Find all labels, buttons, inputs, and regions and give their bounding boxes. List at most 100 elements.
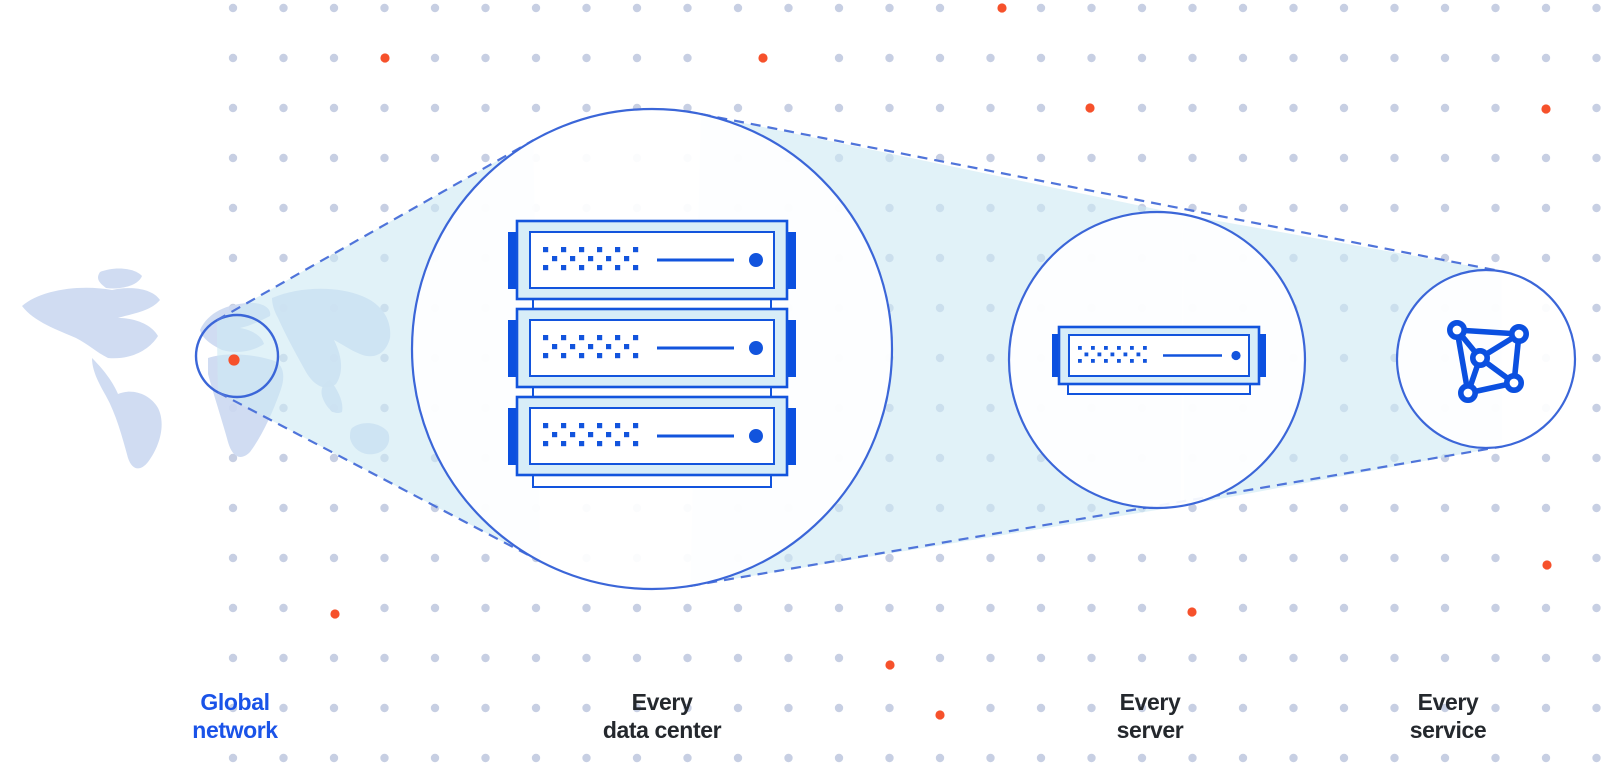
vent-square <box>633 423 639 429</box>
grid-dot <box>380 603 389 613</box>
grid-dot <box>1137 603 1147 613</box>
grid-dot <box>1087 153 1096 163</box>
grid-dot <box>1592 353 1601 363</box>
grid-dot <box>1390 603 1399 613</box>
label-line: Every <box>1119 689 1181 715</box>
grid-dot <box>632 653 642 663</box>
vent-square <box>624 256 630 262</box>
grid-dot <box>279 753 288 763</box>
dashed-tangent-line <box>700 112 1502 273</box>
vent-square <box>552 344 558 350</box>
grid-dot <box>834 603 844 613</box>
grid-dot <box>733 703 743 713</box>
grid-dot <box>1390 703 1399 713</box>
grid-dot <box>1036 753 1046 763</box>
grid-dot <box>329 553 339 563</box>
grid-dot <box>1592 503 1601 513</box>
grid-dot <box>1541 253 1551 263</box>
label-global-network: Global network <box>192 688 278 744</box>
grid-dot <box>582 53 591 63</box>
vent-square <box>1078 359 1082 363</box>
grid-dot <box>1592 303 1601 313</box>
grid-dot <box>279 653 288 663</box>
vent-square <box>543 423 549 429</box>
grid-dot <box>1289 3 1298 13</box>
grid-dot <box>1491 453 1500 463</box>
dashed-tangent-line <box>217 391 541 563</box>
grid-dot <box>481 703 490 713</box>
grid-dot <box>1592 3 1601 13</box>
grid-dot <box>784 3 793 13</box>
grid-dot <box>784 653 793 663</box>
grid-dot <box>1137 653 1147 663</box>
label-line: Every <box>1417 689 1479 715</box>
vent-square <box>588 432 594 438</box>
grid-dot <box>1339 203 1349 213</box>
grid-dot <box>582 653 591 663</box>
grid-dot <box>279 103 288 113</box>
grid-dot <box>986 653 995 663</box>
vent-square <box>1130 346 1134 350</box>
grid-dot <box>1592 103 1601 113</box>
vent-square <box>543 247 549 253</box>
server-led <box>749 341 763 355</box>
vent-square <box>579 265 585 271</box>
grid-dot <box>380 103 389 113</box>
label-line: data center <box>602 717 722 743</box>
grid-dot <box>1592 153 1601 163</box>
grid-dot <box>582 103 591 113</box>
grid-dot <box>279 53 288 63</box>
grid-dot <box>1440 753 1450 763</box>
grid-dot <box>582 753 591 763</box>
grid-dot <box>430 753 440 763</box>
grid-dot <box>733 653 743 663</box>
vent-square <box>624 344 630 350</box>
world-map <box>98 268 142 289</box>
vent-square <box>1104 359 1108 363</box>
grid-dot <box>784 103 793 113</box>
grid-dot <box>1087 603 1096 613</box>
grid-dot <box>1390 203 1399 213</box>
grid-dot <box>1289 203 1298 213</box>
grid-dot <box>1188 703 1197 713</box>
grid-dot <box>1188 653 1197 663</box>
grid-dot <box>1541 503 1551 513</box>
grid-dot <box>885 553 894 563</box>
grid-dot <box>481 553 490 563</box>
grid-dot <box>632 753 642 763</box>
grid-dot <box>1137 3 1147 13</box>
grid-dot <box>1188 753 1197 763</box>
vent-square <box>633 353 639 359</box>
vent-square <box>588 344 594 350</box>
world-map <box>92 358 162 469</box>
grid-dot <box>1440 3 1450 13</box>
label-every-server: Every server <box>1117 688 1184 744</box>
grid-dot <box>228 153 238 163</box>
vent-square <box>615 335 621 341</box>
label-every-service: Every service <box>1410 688 1487 744</box>
grid-dot <box>1541 3 1551 13</box>
label-line: network <box>192 717 278 743</box>
grid-dot <box>430 703 440 713</box>
grid-dot <box>380 753 389 763</box>
vent-square <box>588 256 594 262</box>
grid-dot <box>1440 503 1450 513</box>
grid-dot <box>1339 753 1349 763</box>
mesh-node <box>1504 372 1525 393</box>
grid-dot <box>834 703 844 713</box>
vent-square <box>615 247 621 253</box>
vent-square <box>597 247 603 253</box>
mesh-node <box>1509 323 1530 344</box>
grid-dot <box>1289 753 1298 763</box>
grid-dot <box>430 103 440 113</box>
mesh-edge <box>1454 329 1471 394</box>
orange-dot <box>330 609 340 619</box>
grid-dot <box>228 103 238 113</box>
grid-dot <box>1592 703 1601 713</box>
grid-dot <box>1440 703 1450 713</box>
grid-dot <box>228 653 238 663</box>
grid-dot <box>582 603 591 613</box>
globe-highlight-circle <box>194 313 280 399</box>
grid-dot <box>1491 153 1500 163</box>
grid-dot <box>1339 703 1349 713</box>
